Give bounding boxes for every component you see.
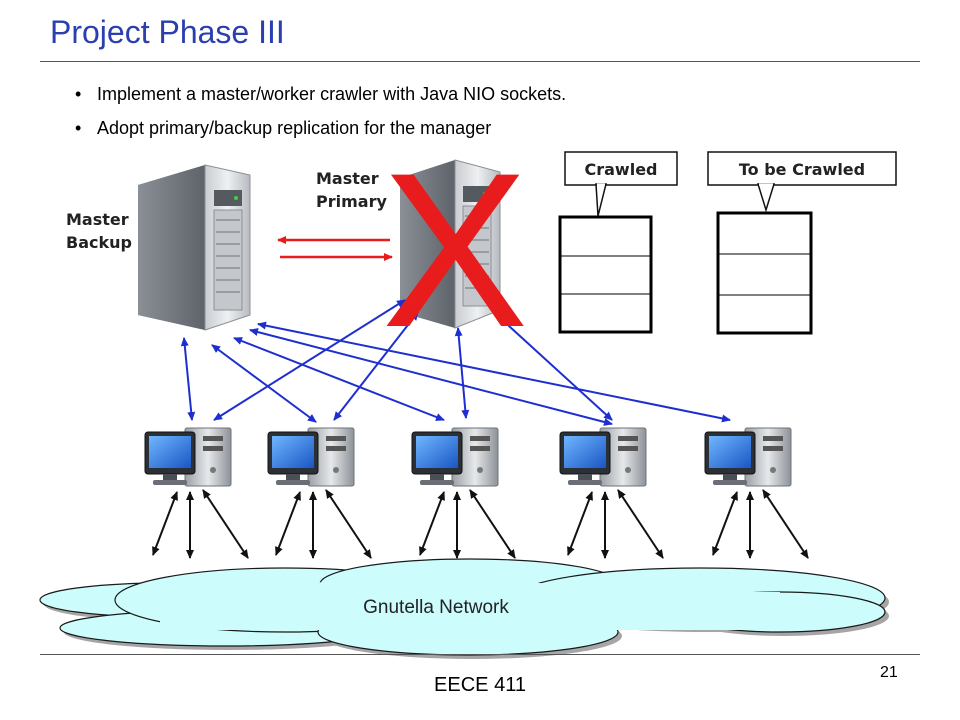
worker-pc-icon [559, 427, 647, 487]
bullet-item: •Implement a master/worker crawler with … [75, 84, 567, 104]
title-divider [40, 61, 920, 62]
bullet-list: •Implement a master/worker crawler with … [75, 84, 566, 152]
network-connection-arrows [152, 489, 809, 559]
to-be-crawled-label: To be Crawled [739, 160, 865, 179]
worker-computers [144, 427, 792, 487]
worker-network-arrow [202, 489, 249, 559]
master-backup-label: Master Backup [66, 208, 132, 254]
worker-network-arrow [567, 491, 593, 556]
crawled-queue: Crawled [558, 151, 678, 334]
primary-worker-arrow [497, 315, 613, 421]
worker-pc-icon [144, 427, 232, 487]
replication-arrows [277, 236, 393, 261]
worker-network-arrow [325, 489, 372, 559]
worker-network-arrow [712, 491, 738, 556]
backup-worker-arrow [180, 337, 196, 421]
worker-network-arrow [152, 491, 178, 556]
slide-title: Project Phase III [50, 14, 285, 50]
worker-network-arrow [617, 489, 664, 559]
primary-worker-arrow [333, 311, 419, 421]
worker-network-arrow [275, 491, 301, 556]
gnutella-network-cloud: Gnutella Network [39, 558, 889, 659]
course-footer: EECE 411 [434, 674, 526, 696]
page-number: 21 [880, 664, 898, 681]
master-primary-server-icon [400, 159, 501, 329]
primary-worker-arrow [213, 299, 406, 421]
master-backup-label-line: Backup [66, 233, 132, 252]
master-primary-label: Master Primary [316, 167, 387, 213]
master-primary-label-line: Primary [316, 192, 387, 211]
master-backup-server-icon [138, 164, 251, 331]
master-primary-label-line: Master [316, 169, 379, 188]
footer-divider [40, 654, 920, 655]
failure-x-mark: X [382, 127, 529, 373]
worker-pc-icon [267, 427, 355, 487]
bullet-text: Adopt primary/backup replication for the… [97, 118, 492, 138]
bullet-text: Implement a master/worker crawler with J… [97, 84, 567, 104]
primary-worker-arrow [454, 327, 470, 419]
worker-pc-icon [704, 427, 792, 487]
worker-network-arrow [419, 491, 445, 556]
worker-pc-icon [411, 427, 499, 487]
worker-connection-arrows [180, 299, 731, 426]
crawled-label: Crawled [585, 160, 658, 179]
worker-network-arrow [469, 489, 516, 559]
master-backup-label-line: Master [66, 210, 129, 229]
network-label: Gnutella Network [363, 597, 509, 618]
to-be-crawled-queue: To be Crawled [707, 151, 897, 335]
worker-network-arrow [762, 489, 809, 559]
bullet-item: •Adopt primary/backup replication for th… [75, 118, 492, 138]
